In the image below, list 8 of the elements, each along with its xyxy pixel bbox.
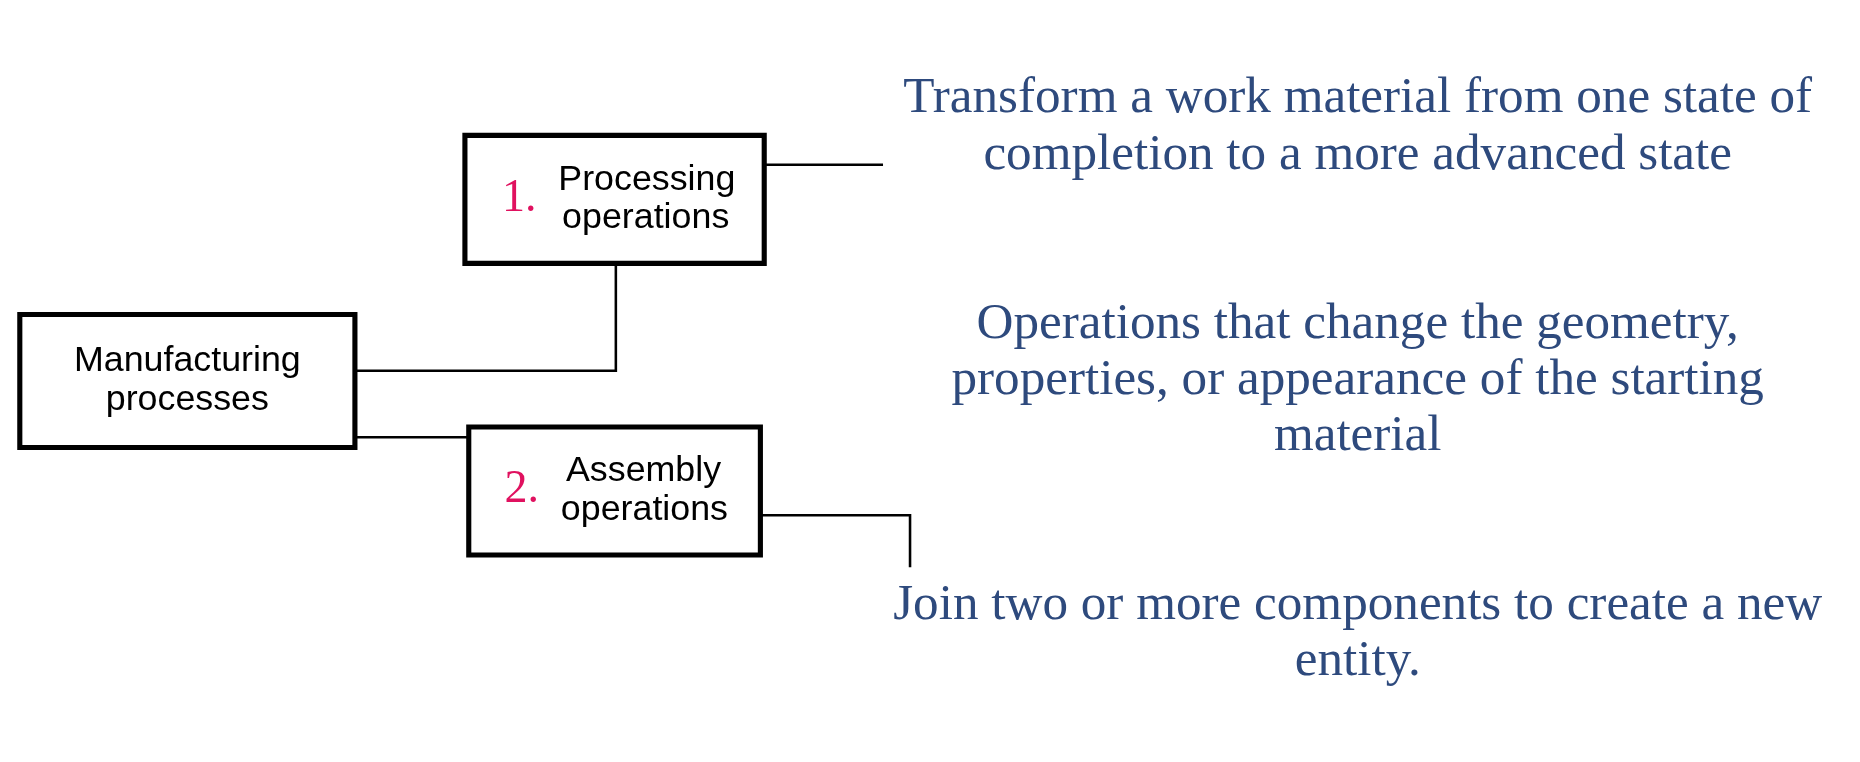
connector (355, 264, 617, 373)
connector (354, 436, 468, 439)
node-box: Manufacturing processes (16, 311, 357, 451)
connector (764, 163, 883, 167)
connector (760, 514, 911, 568)
node-text: Join two or more components to create a new entity. (892, 572, 1822, 687)
label: Operations that change the geometry, properties, or appearance of the starting material (950, 291, 1764, 462)
node-text: Transform a work material from one state of completion to a more advanced state (902, 66, 1812, 180)
